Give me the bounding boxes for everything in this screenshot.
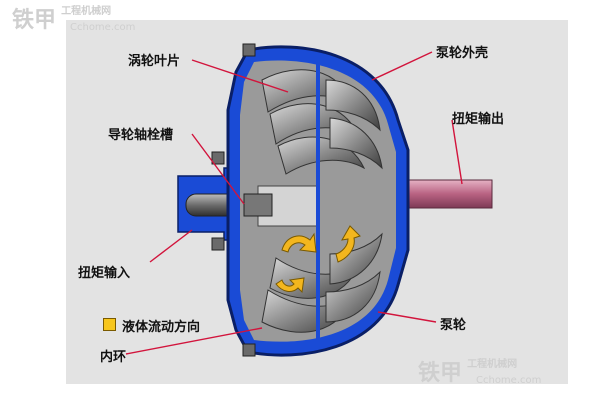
watermark-brand: 铁甲 [12,8,57,33]
leader-lines [125,51,463,355]
label-torque-output: 扭矩输出 [452,112,505,127]
stator-spline [243,193,273,217]
watermark-bottom: 铁甲 工程机械网 Cchome.com [418,355,541,386]
label-inner-ring: 内环 [100,350,127,365]
label-pump-housing: 泵轮外壳 [436,46,489,61]
watermark-top: 铁甲 工程机械网 Cchome.com [12,2,135,33]
legend-flow-direction: 液体流动方向 [122,320,201,335]
turbine-blades-top [261,69,383,175]
watermark-site: 工程机械网 [467,359,518,370]
label-torque-input: 扭矩输入 [78,266,131,281]
watermark-site: 工程机械网 [61,6,112,17]
housing-bolts [211,43,256,357]
label-stator-spline: 导轮轴栓槽 [108,128,174,143]
fluid-flow-arrows [275,225,361,294]
label-pump: 泵轮 [440,318,467,333]
legend-swatch [103,318,116,331]
pump-blades-bottom [261,232,383,333]
label-turbine-blades: 涡轮叶片 [128,54,181,69]
watermark-domain: Cchome.com [476,375,542,386]
output-shaft [399,179,493,209]
watermark-brand: 铁甲 [418,361,463,386]
watermark-domain: Cchome.com [70,22,136,33]
